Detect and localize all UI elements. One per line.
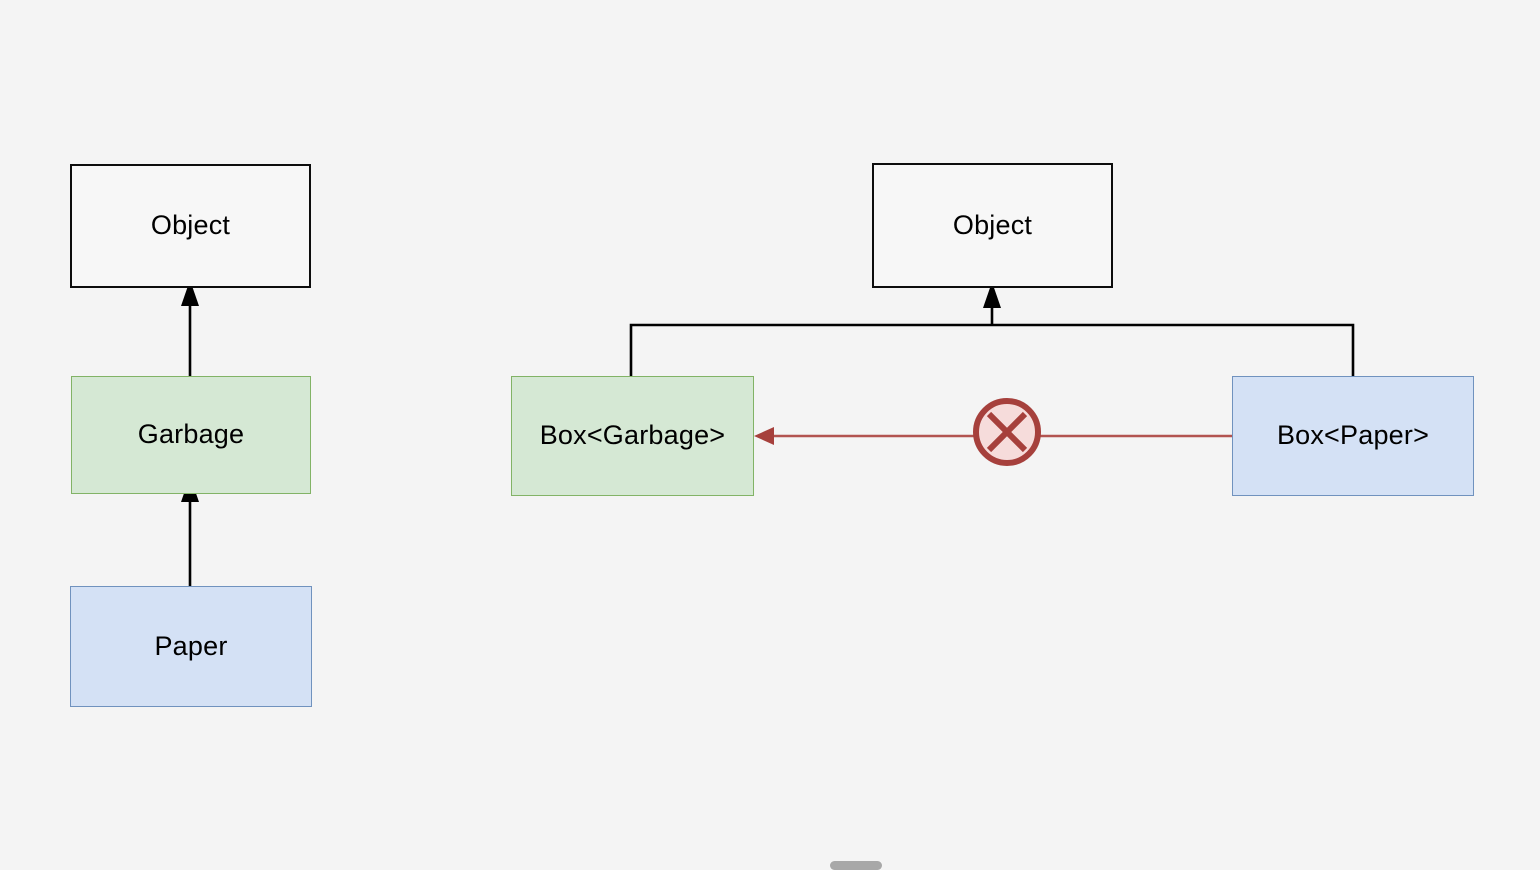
node-label: Box<Garbage> <box>539 420 726 451</box>
node-paper[interactable]: Paper <box>70 586 312 707</box>
node-label: Object <box>150 210 231 241</box>
node-garbage[interactable]: Garbage <box>71 376 311 494</box>
edge-bus-arrow-to-object <box>983 282 1001 325</box>
node-box-paper[interactable]: Box<Paper> <box>1232 376 1474 496</box>
node-box-garbage[interactable]: Box<Garbage> <box>511 376 754 496</box>
node-object-left[interactable]: Object <box>70 164 311 288</box>
node-label: Object <box>952 209 1033 240</box>
node-label: Box<Paper> <box>1276 420 1430 451</box>
node-label: Garbage <box>137 419 245 450</box>
node-object-right[interactable]: Object <box>872 163 1113 288</box>
edge-boxgarbage-to-object <box>629 323 992 376</box>
edge-boxpaper-to-object <box>992 323 1355 376</box>
x-circle-icon <box>973 398 1041 466</box>
node-label: Paper <box>154 630 228 661</box>
edge-garbage-to-object <box>181 280 199 376</box>
